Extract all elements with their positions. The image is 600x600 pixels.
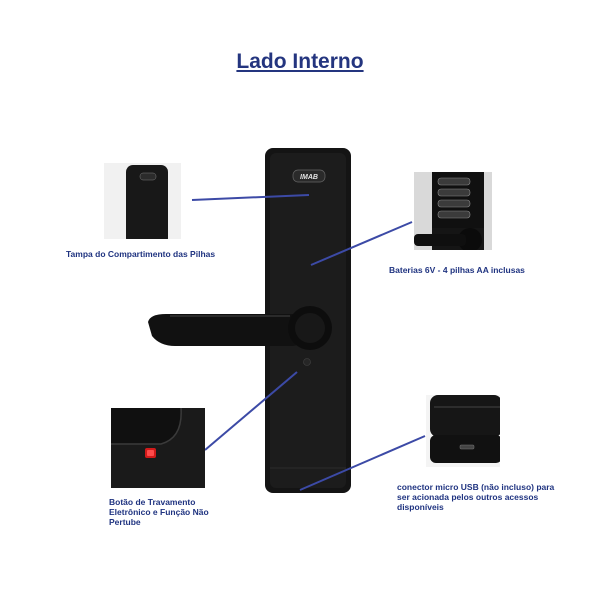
brand-logo — [292, 169, 326, 183]
door-handle — [148, 314, 302, 346]
inset-battery-cover — [104, 163, 181, 239]
inset-batteries — [414, 172, 492, 250]
leader-line-batteries — [310, 221, 413, 266]
leader-line-battery-cover — [191, 194, 310, 201]
inset-lock-top — [126, 165, 168, 239]
leader-line-lock-button — [204, 371, 298, 451]
battery-cell — [437, 210, 471, 219]
brand-logo-text: IMAB — [300, 174, 318, 181]
inset-usb-connector — [426, 395, 500, 467]
callout-batteries: Baterias 6V - 4 pilhas AA inclusas — [389, 265, 525, 275]
handle-rosette-inner — [295, 313, 325, 343]
inset-logo-badge — [139, 172, 157, 181]
inset-lock-button — [111, 408, 205, 488]
page-title: Lado Interno — [236, 50, 364, 73]
callout-lock-button: Botão de Travamento Eletrônico e Função … — [109, 497, 209, 527]
battery-cell — [437, 199, 471, 208]
callout-usb-connector: conector micro USB (não incluso) para se… — [397, 482, 555, 512]
inset-handle — [414, 234, 466, 246]
inset-lock-bottom — [430, 395, 500, 437]
battery-cell — [437, 177, 471, 186]
callout-battery-cover: Tampa do Compartimento das Pilhas — [66, 249, 216, 259]
usb-port-icon — [459, 444, 475, 450]
battery-cell — [437, 188, 471, 197]
lock-button — [303, 358, 311, 366]
inset-rosette-edge — [111, 408, 182, 444]
leader-line-usb — [299, 435, 426, 491]
